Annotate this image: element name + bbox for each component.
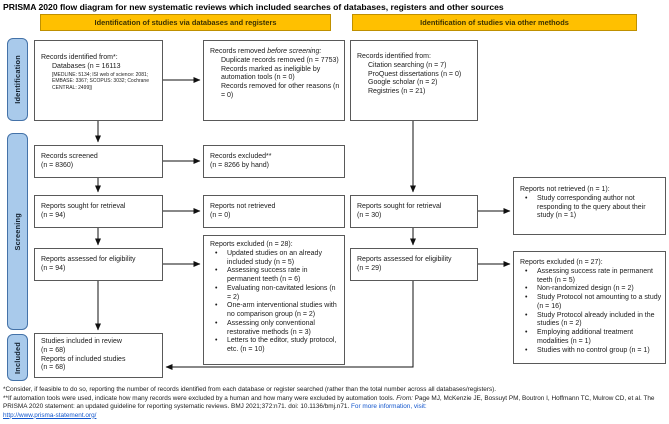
box-records-identified-other: Records identified from: Citation search… (350, 40, 478, 121)
box-reports-sought-databases: Reports sought for retrieval (n = 94) (34, 195, 163, 228)
records-removed-title: Records removed before screening: (210, 48, 322, 55)
box-records-identified-databases: Records identified from*: Databases (n =… (34, 40, 163, 121)
footer-notes: *Consider, if feasible to do so, reporti… (3, 386, 667, 420)
records-identified-other-title: Records identified from: (357, 53, 431, 60)
phase-label-screening: Screening (7, 133, 28, 330)
records-identified-databases-detail: [MEDLINE: 5134; ISI web of science: 2081… (52, 71, 149, 92)
footnote-databases: *Consider, if feasible to do so, reporti… (3, 386, 497, 393)
box-reports-assessed-databases: Reports assessed for eligibility (n = 94… (34, 248, 163, 281)
box-reports-not-retrieved-databases: Reports not retrieved (n = 0) (203, 195, 345, 228)
box-reports-excluded-other: Reports excluded (n = 27): Assessing suc… (513, 251, 666, 364)
box-records-excluded: Records excluded** (n = 8266 by hand) (203, 145, 345, 178)
arrow-other-assessed-to-included (165, 281, 414, 370)
box-records-removed: Records removed before screening: Duplic… (203, 40, 345, 121)
box-records-screened: Records screened (n = 8360) (34, 145, 163, 178)
prisma-statement-link[interactable]: http://www.prisma-statement.org/ (3, 411, 97, 419)
footnote-automation-citation: **If automation tools were used, indicat… (3, 394, 655, 411)
banner-other-methods: Identification of studies via other meth… (352, 14, 637, 31)
records-identified-databases-count: Databases (n = 16113 (52, 62, 121, 70)
box-reports-assessed-other: Reports assessed for eligibility (n = 29… (350, 248, 478, 281)
box-reports-not-retrieved-other: Reports not retrieved (n = 1): Study cor… (513, 177, 666, 235)
reports-not-retrieved-1-title: Reports not retrieved (n = 1): (520, 186, 610, 193)
phase-label-included: Included (7, 334, 28, 381)
box-studies-included: Studies included in review (n = 68) Repo… (34, 333, 163, 378)
reports-excluded-28-title: Reports excluded (n = 28): (210, 241, 293, 248)
box-reports-sought-other: Reports sought for retrieval (n = 30) (350, 195, 478, 228)
box-reports-excluded-databases: Reports excluded (n = 28): Updated studi… (203, 235, 345, 365)
phase-label-identification: Identification (7, 38, 28, 121)
banner-databases-registers: Identification of studies via databases … (40, 14, 331, 31)
more-info-text: For more information, visit: (351, 403, 427, 411)
reports-excluded-27-title: Reports excluded (n = 27): (520, 259, 603, 266)
banner-other-methods-label: Identification of studies via other meth… (420, 18, 569, 27)
records-identified-title: Records identified from*: (41, 54, 118, 61)
from-label: From: (396, 394, 413, 402)
banner-databases-registers-label: Identification of studies via databases … (94, 18, 277, 27)
diagram-title: PRISMA 2020 flow diagram for new systema… (3, 2, 504, 12)
